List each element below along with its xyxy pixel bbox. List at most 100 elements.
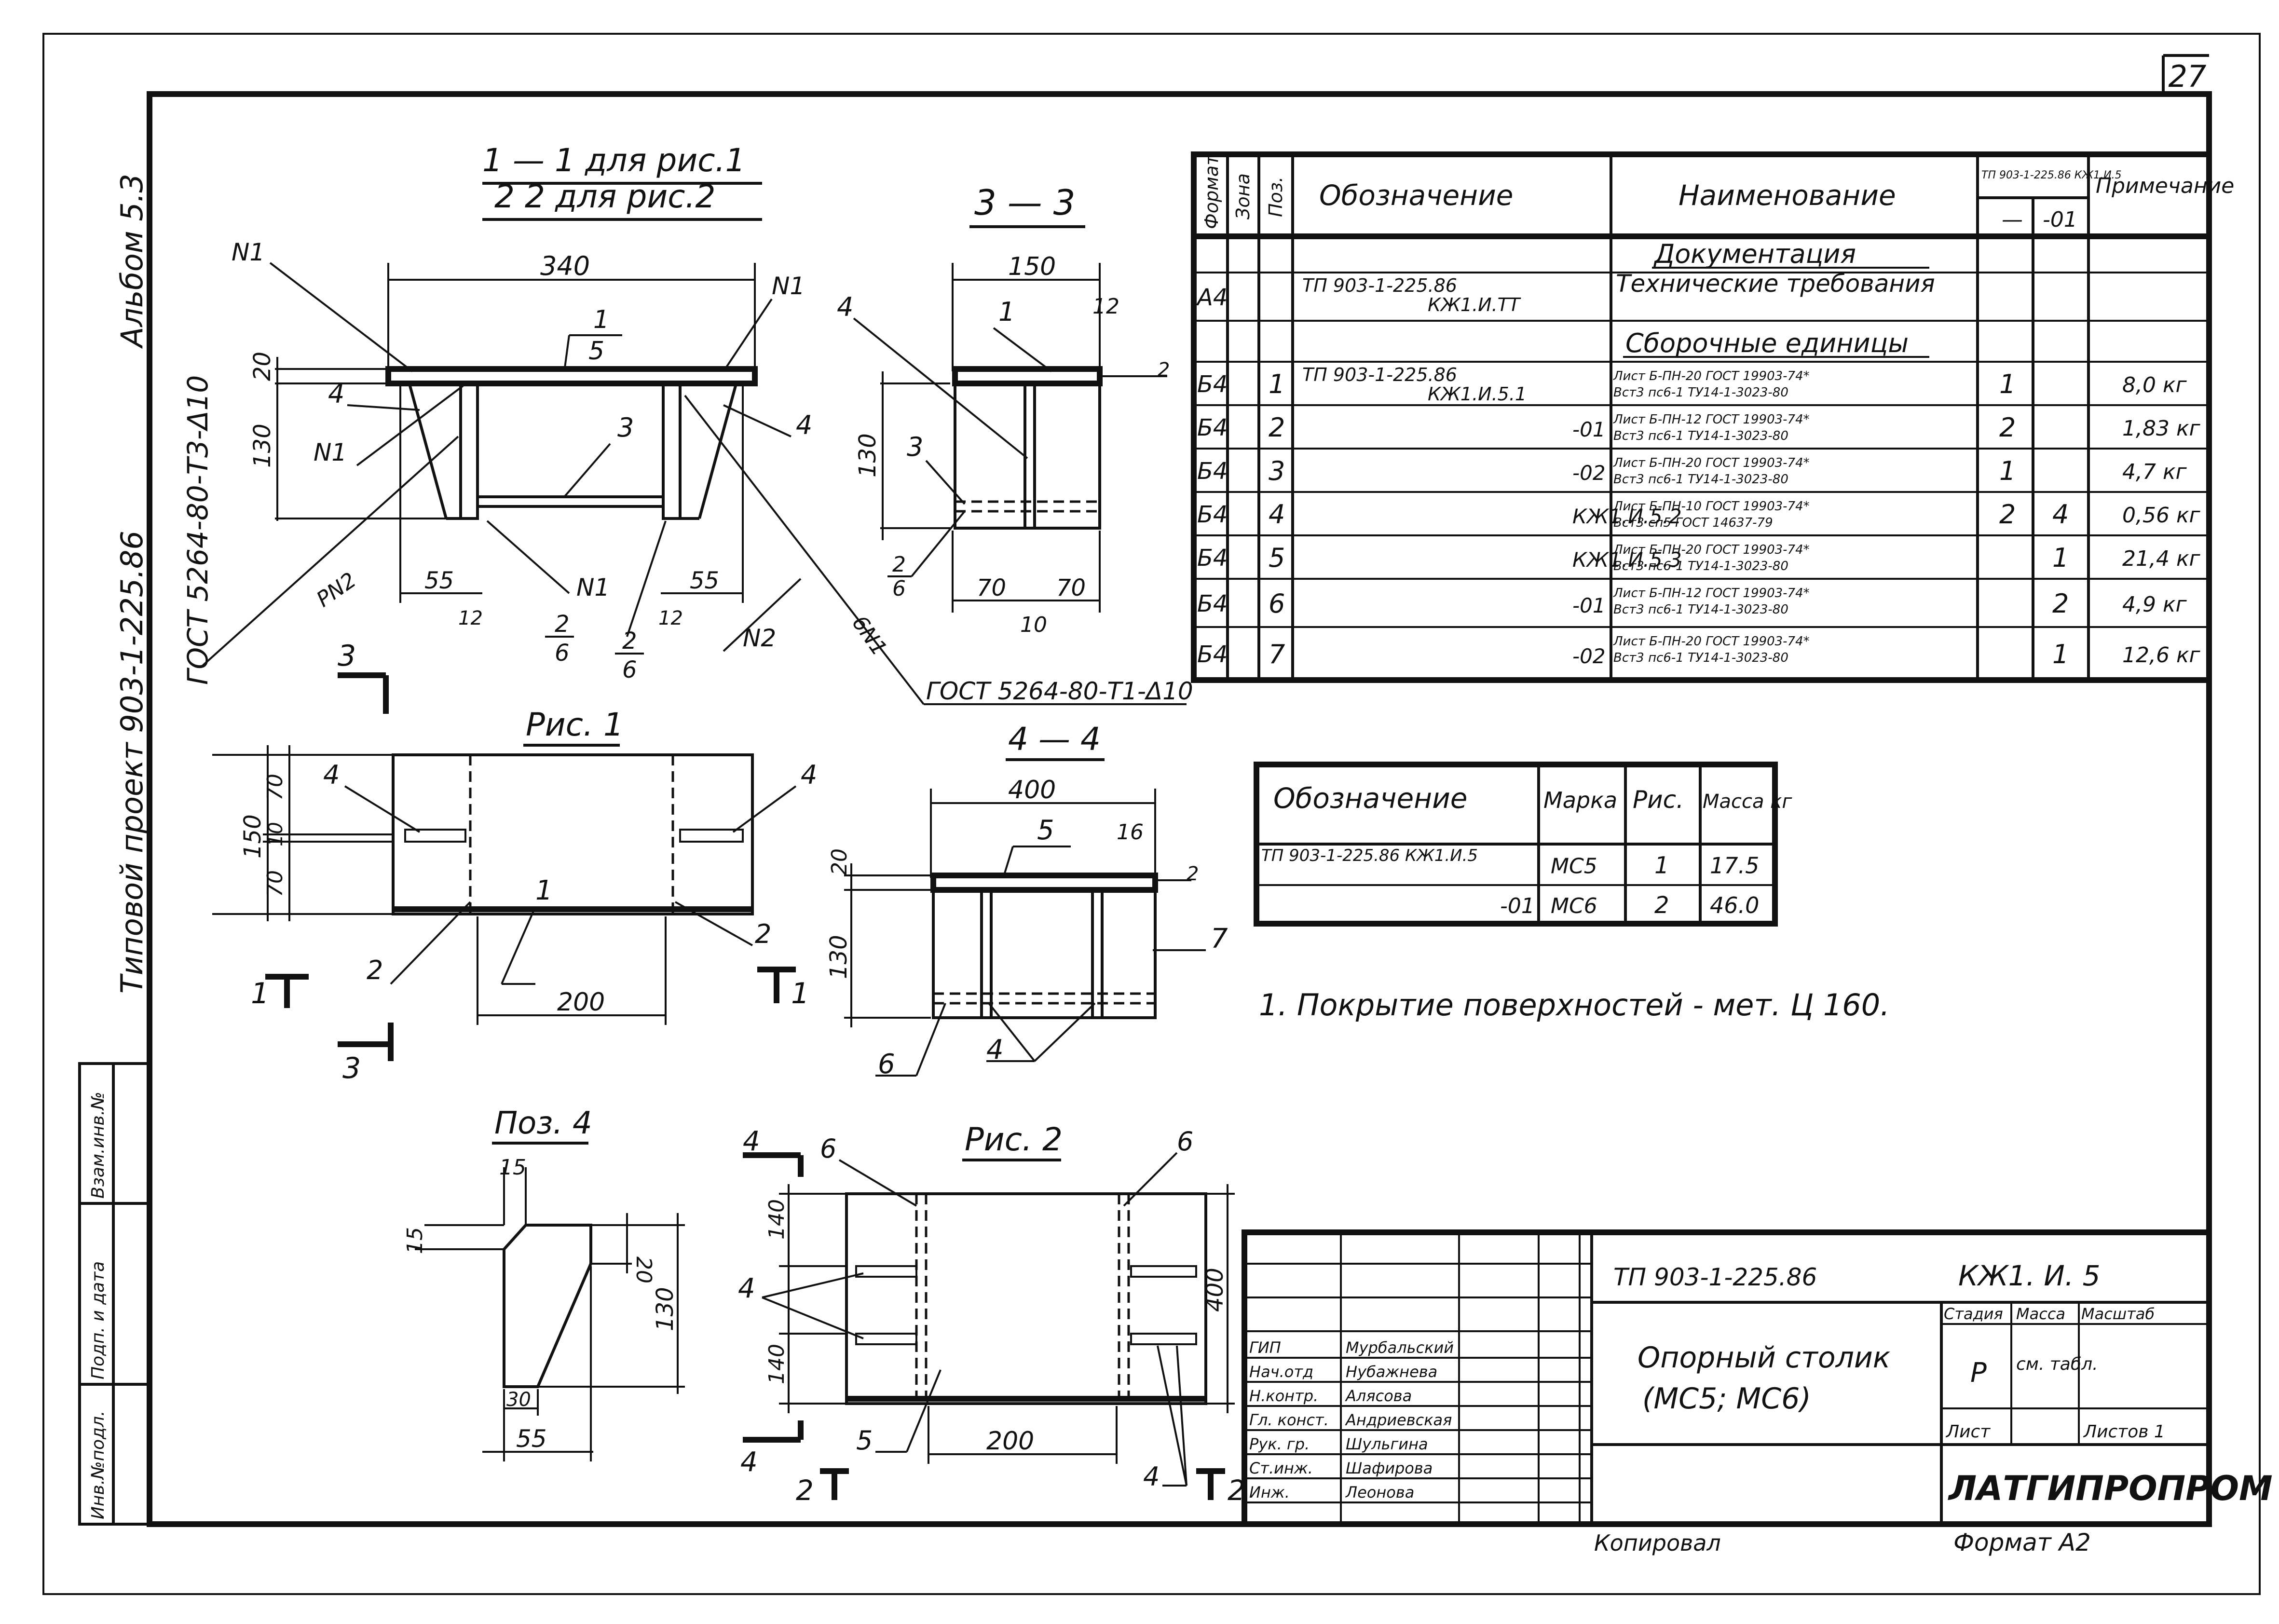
spec-row-code: -02 bbox=[1572, 644, 1606, 668]
spec-row-code: ТП 903-1-225.86 bbox=[1302, 364, 1457, 385]
dim-15-pos4-side: 15 bbox=[403, 1227, 427, 1254]
signature-name: Нубажнева bbox=[1346, 1363, 1437, 1381]
callout-4-fig1-l: 4 bbox=[323, 760, 340, 790]
spec-row-name: Лист Б-ПН-12 ГОСТ 19903-74* bbox=[1613, 586, 1810, 600]
org-name: ЛАТГИПРОПРОМ bbox=[1948, 1469, 2273, 1508]
callout-2-6-a-top: 2 bbox=[555, 611, 570, 638]
dim-30-pos4: 30 bbox=[506, 1389, 531, 1411]
spec-row-name: Лист Б-ПН-20 ГОСТ 19903-74* bbox=[1613, 456, 1810, 470]
fig2-title: Рис. 2 bbox=[965, 1121, 1063, 1158]
spec-row-note: 1,83 кг bbox=[2122, 416, 2201, 441]
sheet-number: 27 bbox=[2169, 59, 2207, 94]
callout-6-fig2-l: 6 bbox=[820, 1133, 836, 1164]
dim-200-fig2: 200 bbox=[986, 1427, 1034, 1456]
stamp-replace: Взам.инв.№ bbox=[88, 1092, 108, 1199]
signature-role: Н.контр. bbox=[1249, 1387, 1318, 1405]
spec-row-code: КЖ1.И.5.2 bbox=[1572, 505, 1682, 528]
mark-row-mark: МС6 bbox=[1551, 894, 1597, 918]
spec-row-name: Лист Б-ПН-10 ГОСТ 19903-74* bbox=[1613, 499, 1810, 514]
spec-row-qty-01: 2 bbox=[2052, 588, 2069, 619]
copied-label: Копировал bbox=[1594, 1530, 1721, 1556]
callout-2-6-a-bot: 6 bbox=[555, 640, 570, 667]
album-label: Альбом 5.3 bbox=[114, 174, 150, 349]
dim-12-right: 12 bbox=[658, 607, 683, 629]
spec-row-qty-01: 1 bbox=[2052, 639, 2069, 669]
spec-row-name: Лист Б-ПН-12 ГОСТ 19903-74* bbox=[1613, 412, 1810, 427]
section-4-4: 4 — 4 400 16 2 20 130 5 7 6 4 bbox=[825, 721, 1228, 1080]
spec-row-code: ТП 903-1-225.86 bbox=[1302, 275, 1457, 296]
mark-2-left: 2 bbox=[796, 1474, 814, 1507]
dim-55-pos4: 55 bbox=[516, 1425, 547, 1453]
scale-label: Масштаб bbox=[2081, 1305, 2155, 1323]
spec-section-doc: Документация bbox=[1653, 239, 1856, 269]
dim-200-fig1: 200 bbox=[557, 988, 605, 1017]
spec-header-zone: Зона bbox=[1232, 173, 1254, 219]
spec-row-pos: 3 bbox=[1269, 456, 1285, 486]
spec-row-name-sub: Вст3 пс6-1 ТУ14-1-3023-80 bbox=[1613, 429, 1788, 443]
dim-400-fig2: 400 bbox=[1201, 1268, 1228, 1312]
signature-role: ГИП bbox=[1249, 1338, 1281, 1357]
section-1-title-a: 1 — 1 для рис.1 bbox=[482, 142, 745, 179]
callout-4-s3: 4 bbox=[837, 292, 853, 322]
dim-10: 10 bbox=[1020, 613, 1047, 637]
callout-1-over-5-top: 1 bbox=[593, 305, 609, 334]
spec-row-pos: 1 bbox=[1269, 369, 1285, 399]
callout-4-fig2-r: 4 bbox=[1143, 1461, 1160, 1492]
mark-header-mark: Марка bbox=[1543, 787, 1617, 813]
weld-gost-left: ГОСТ 5264-80-Т3-Δ10 bbox=[181, 375, 214, 685]
mark-header-mass: Масса кг bbox=[1703, 791, 1792, 813]
callout-1-over-5-bot: 5 bbox=[588, 337, 604, 366]
dim-55-left: 55 bbox=[424, 567, 454, 594]
dim-130-pos4: 130 bbox=[652, 1287, 679, 1331]
spec-header-pos: Поз. bbox=[1265, 177, 1286, 217]
spec-row-code: КЖ1.И.5.3 bbox=[1572, 548, 1682, 572]
mark-row-fig: 1 bbox=[1654, 852, 1669, 879]
inner-frame bbox=[147, 91, 2212, 1527]
mark-4-bottom: 4 bbox=[740, 1447, 758, 1478]
dim-340: 340 bbox=[540, 251, 590, 281]
spec-row-pos: 2 bbox=[1269, 412, 1285, 443]
spec-row-format: Б4 bbox=[1197, 371, 1228, 398]
mark-header-fig: Рис. bbox=[1633, 786, 1684, 814]
callout-3-s3: 3 bbox=[907, 432, 923, 462]
title-line1: Опорный столик bbox=[1638, 1341, 1890, 1375]
signature-role: Ст.инж. bbox=[1249, 1459, 1313, 1477]
title-doc-code: ТП 903-1-225.86 bbox=[1613, 1263, 1817, 1291]
spec-row-note: 8,0 кг bbox=[2122, 373, 2187, 397]
spec-row-code-sub: КЖ1.И.5.1 bbox=[1428, 383, 1527, 405]
outer-frame bbox=[42, 33, 2261, 1595]
dim-130-s4: 130 bbox=[825, 935, 852, 979]
mark-row-mass: 17.5 bbox=[1710, 853, 1759, 879]
format-label: Формат А2 bbox=[1953, 1528, 2091, 1556]
spec-row-code: -01 bbox=[1572, 594, 1606, 617]
position-4-detail: Поз. 4 15 15 20 130 30 55 bbox=[403, 1105, 685, 1461]
callout-5-fig2: 5 bbox=[856, 1425, 873, 1456]
signature-name: Леонова bbox=[1345, 1483, 1414, 1501]
mark-row-fig: 2 bbox=[1654, 892, 1669, 919]
dim-130-s3: 130 bbox=[854, 433, 881, 478]
spec-row-code: -01 bbox=[1572, 418, 1606, 441]
spec-row-note: 4,9 кг bbox=[2122, 592, 2187, 617]
spec-row-qty-01: 1 bbox=[2052, 543, 2069, 573]
spec-row-note: 21,4 кг bbox=[2122, 546, 2201, 571]
dim-20-pos4: 20 bbox=[631, 1256, 656, 1283]
callout-5-s4: 5 bbox=[1037, 815, 1054, 846]
spec-row-note: 12,6 кг bbox=[2122, 643, 2201, 668]
mark-row-code: ТП 903-1-225.86 КЖ1.И.5 bbox=[1261, 846, 1478, 865]
callout-4-fig2-l: 4 bbox=[738, 1273, 755, 1304]
signature-name: Алясова bbox=[1345, 1387, 1412, 1405]
mark-table: Обозначение Марка Рис. Масса кг bbox=[1254, 762, 1792, 927]
spec-row-code: -02 bbox=[1572, 461, 1606, 485]
dim-70-b: 70 bbox=[1056, 574, 1086, 601]
dim-16-s4: 16 bbox=[1117, 820, 1144, 845]
mark-header-code: Обозначение bbox=[1273, 782, 1467, 815]
callout-4-left: 4 bbox=[328, 379, 344, 409]
spec-row-name: Лист Б-ПН-20 ГОСТ 19903-74* bbox=[1613, 634, 1810, 649]
title-block: ТП 903-1-225.86 КЖ1. И. 5 Опорный столик… bbox=[1242, 1229, 2273, 1556]
figure-1: Рис. 1 150 70 10 70 200 4 4 1 2 2 1 bbox=[212, 706, 817, 1085]
dim-2-s3: 2 bbox=[1158, 359, 1170, 381]
specification-table: Формат Зона Поз. Обозначение Наименовани… bbox=[1191, 151, 2234, 683]
spec-row-pos: 5 bbox=[1269, 543, 1285, 573]
spec-subheader-01: -01 bbox=[2043, 207, 2077, 232]
spec-row-name-sub: Вст3 сп5 ГОСТ 14637-79 bbox=[1613, 516, 1773, 530]
